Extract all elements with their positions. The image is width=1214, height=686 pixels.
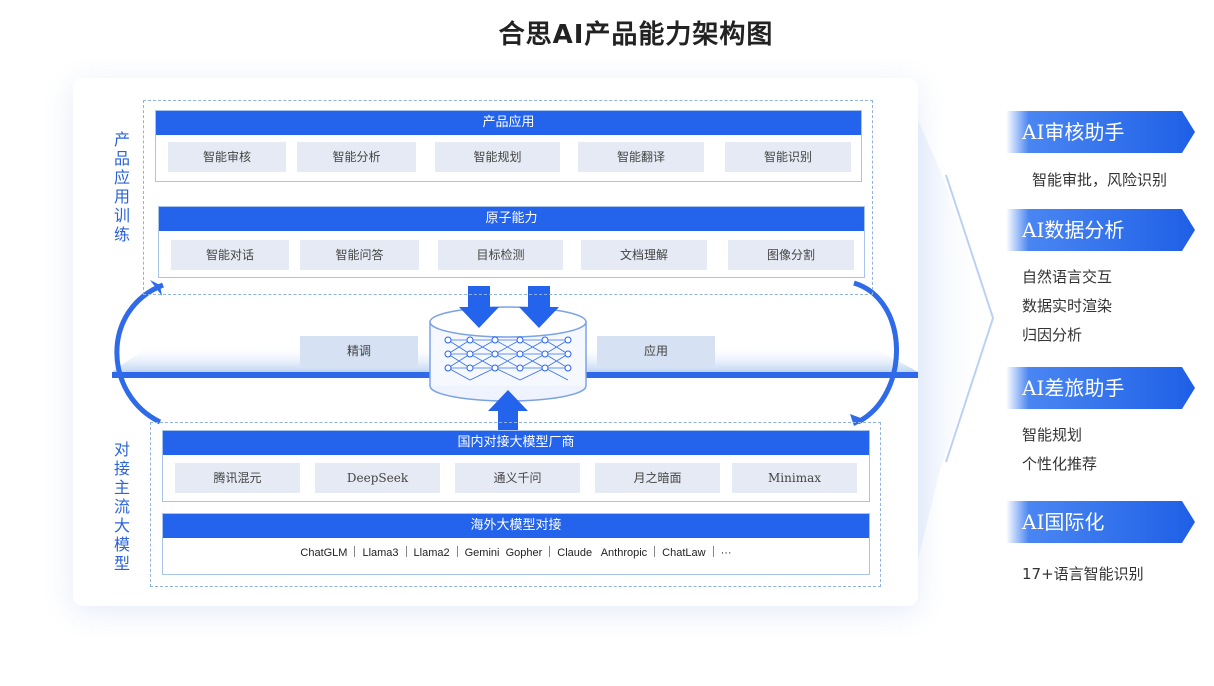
tab-arrow-icon [1006, 111, 1195, 543]
overseas-model-list: ChatGLM Llama3 Llama2 Gemini Gopher Claude A… [163, 546, 869, 559]
overseas-models-panel: 海外大模型对接 ChatGLM Llama3 Llama2 Gemini Gopher… [162, 513, 870, 575]
atomic-capabilities-header: 原子能力 [159, 207, 864, 231]
label-product-training: 产品应用训练 [113, 130, 130, 244]
separator [354, 546, 356, 557]
separator [405, 546, 407, 557]
product-apps-panel: 产品应用 智能审核 智能分析 智能规划 智能翻译 智能识别 [155, 110, 862, 182]
product-app-chip: 智能分析 [297, 142, 416, 172]
atomic-capability-chip: 文档理解 [581, 240, 707, 270]
feature-line: 个性化推荐 [1022, 455, 1098, 473]
separator [549, 546, 551, 557]
product-apps-header: 产品应用 [156, 111, 861, 135]
product-app-chip: 智能审核 [168, 142, 286, 172]
overseas-model-item: Llama3 [362, 547, 399, 559]
separator [654, 546, 656, 557]
domestic-model-chip: DeepSeek [315, 463, 440, 493]
overseas-model-item: Claude Anthropic [557, 547, 648, 559]
overseas-models-header: 海外大模型对接 [163, 514, 869, 538]
feature-title: AI差旅助手 [1022, 376, 1125, 400]
separator [712, 546, 714, 557]
domestic-model-chip: 腾讯混元 [175, 463, 300, 493]
feature-tab-international: AI国际化 [1006, 501, 1194, 544]
feature-line: 自然语言交互 [1022, 268, 1113, 286]
atomic-capability-chip: 图像分割 [728, 240, 854, 270]
feature-tab-travel: AI差旅助手 [1006, 367, 1194, 410]
feature-desc-audit: 智能审批，风险识别 [1032, 166, 1167, 195]
label-model-integration: 对接主流大模型 [113, 440, 130, 573]
overseas-model-item: ··· [720, 547, 732, 559]
feature-line: 归因分析 [1022, 326, 1083, 344]
fine-tune-chip: 精调 [300, 336, 418, 366]
up-arrow-icon [488, 390, 528, 432]
feature-desc-travel: 智能规划 个性化推荐 [1022, 421, 1097, 479]
feature-desc-international: 17+语言智能识别 [1022, 560, 1144, 589]
atomic-capability-chip: 智能问答 [300, 240, 419, 270]
product-app-chip: 智能识别 [725, 142, 851, 172]
product-training-group [143, 100, 873, 295]
domestic-model-chip: Minimax [732, 463, 857, 493]
page-title: 合思AI产品能力架构图 [498, 20, 774, 50]
down-arrow-icon [459, 286, 559, 328]
feature-line: 智能规划 [1022, 426, 1083, 444]
atomic-capabilities-panel: 原子能力 智能对话 智能问答 目标检测 文档理解 图像分割 [158, 206, 865, 278]
feature-line: 17+语言智能识别 [1022, 565, 1144, 583]
feature-title: AI审核助手 [1022, 120, 1125, 144]
model-integration-group [150, 422, 881, 587]
feature-tab-data-analysis: AI数据分析 [1006, 209, 1194, 252]
domestic-model-chip: 通义千问 [455, 463, 580, 493]
product-app-chip: 智能规划 [435, 142, 560, 172]
separator [456, 546, 458, 557]
feature-title: AI国际化 [1022, 510, 1105, 534]
overseas-model-item: ChatLaw [662, 547, 706, 559]
feature-line: 智能审批，风险识别 [1032, 171, 1168, 189]
overseas-model-item: Gemini Gopher [464, 547, 543, 559]
neural-network-cylinder-icon [429, 306, 587, 402]
feature-desc-data-analysis: 自然语言交互 数据实时渲染 归因分析 [1022, 263, 1112, 350]
domestic-models-panel: 国内对接大模型厂商 腾讯混元 DeepSeek 通义千问 月之暗面 Minima… [162, 430, 870, 502]
overseas-model-item: ChatGLM [300, 547, 348, 559]
feature-line: 数据实时渲染 [1022, 297, 1113, 315]
application-chip: 应用 [597, 336, 715, 366]
atomic-capability-chip: 目标检测 [438, 240, 563, 270]
cycle-arrow-icon [114, 280, 899, 426]
product-app-chip: 智能翻译 [578, 142, 704, 172]
feature-title: AI数据分析 [1022, 218, 1125, 242]
domestic-models-header: 国内对接大模型厂商 [163, 431, 869, 455]
feature-tab-audit: AI审核助手 [1006, 111, 1194, 154]
domestic-model-chip: 月之暗面 [595, 463, 720, 493]
overseas-model-item: Llama2 [413, 547, 450, 559]
atomic-capability-chip: 智能对话 [171, 240, 289, 270]
